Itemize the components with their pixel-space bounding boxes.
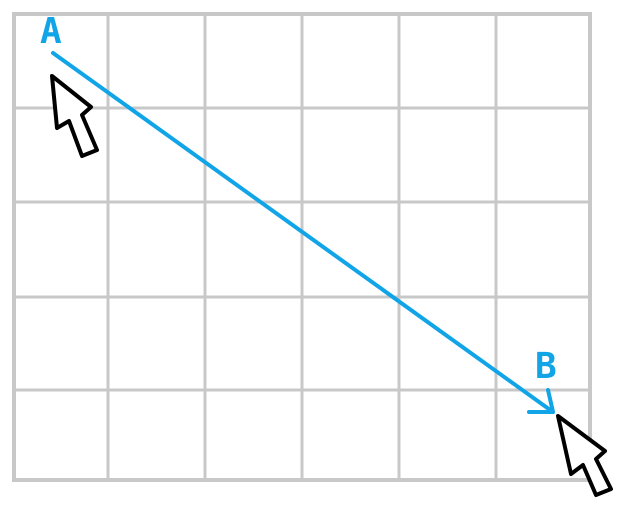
arrowhead-icon bbox=[527, 388, 555, 414]
drag-path bbox=[51, 51, 555, 414]
point-label-end: B bbox=[535, 346, 557, 387]
grid bbox=[12, 12, 592, 482]
mouse-pointer-end-shape bbox=[556, 414, 613, 497]
point-label-start: A bbox=[40, 11, 62, 52]
mouse-pointer-start-shape bbox=[50, 74, 99, 158]
mouse-pointer-icon bbox=[50, 74, 99, 158]
drag-line bbox=[51, 51, 555, 414]
mouse-pointer-icon bbox=[556, 414, 613, 497]
